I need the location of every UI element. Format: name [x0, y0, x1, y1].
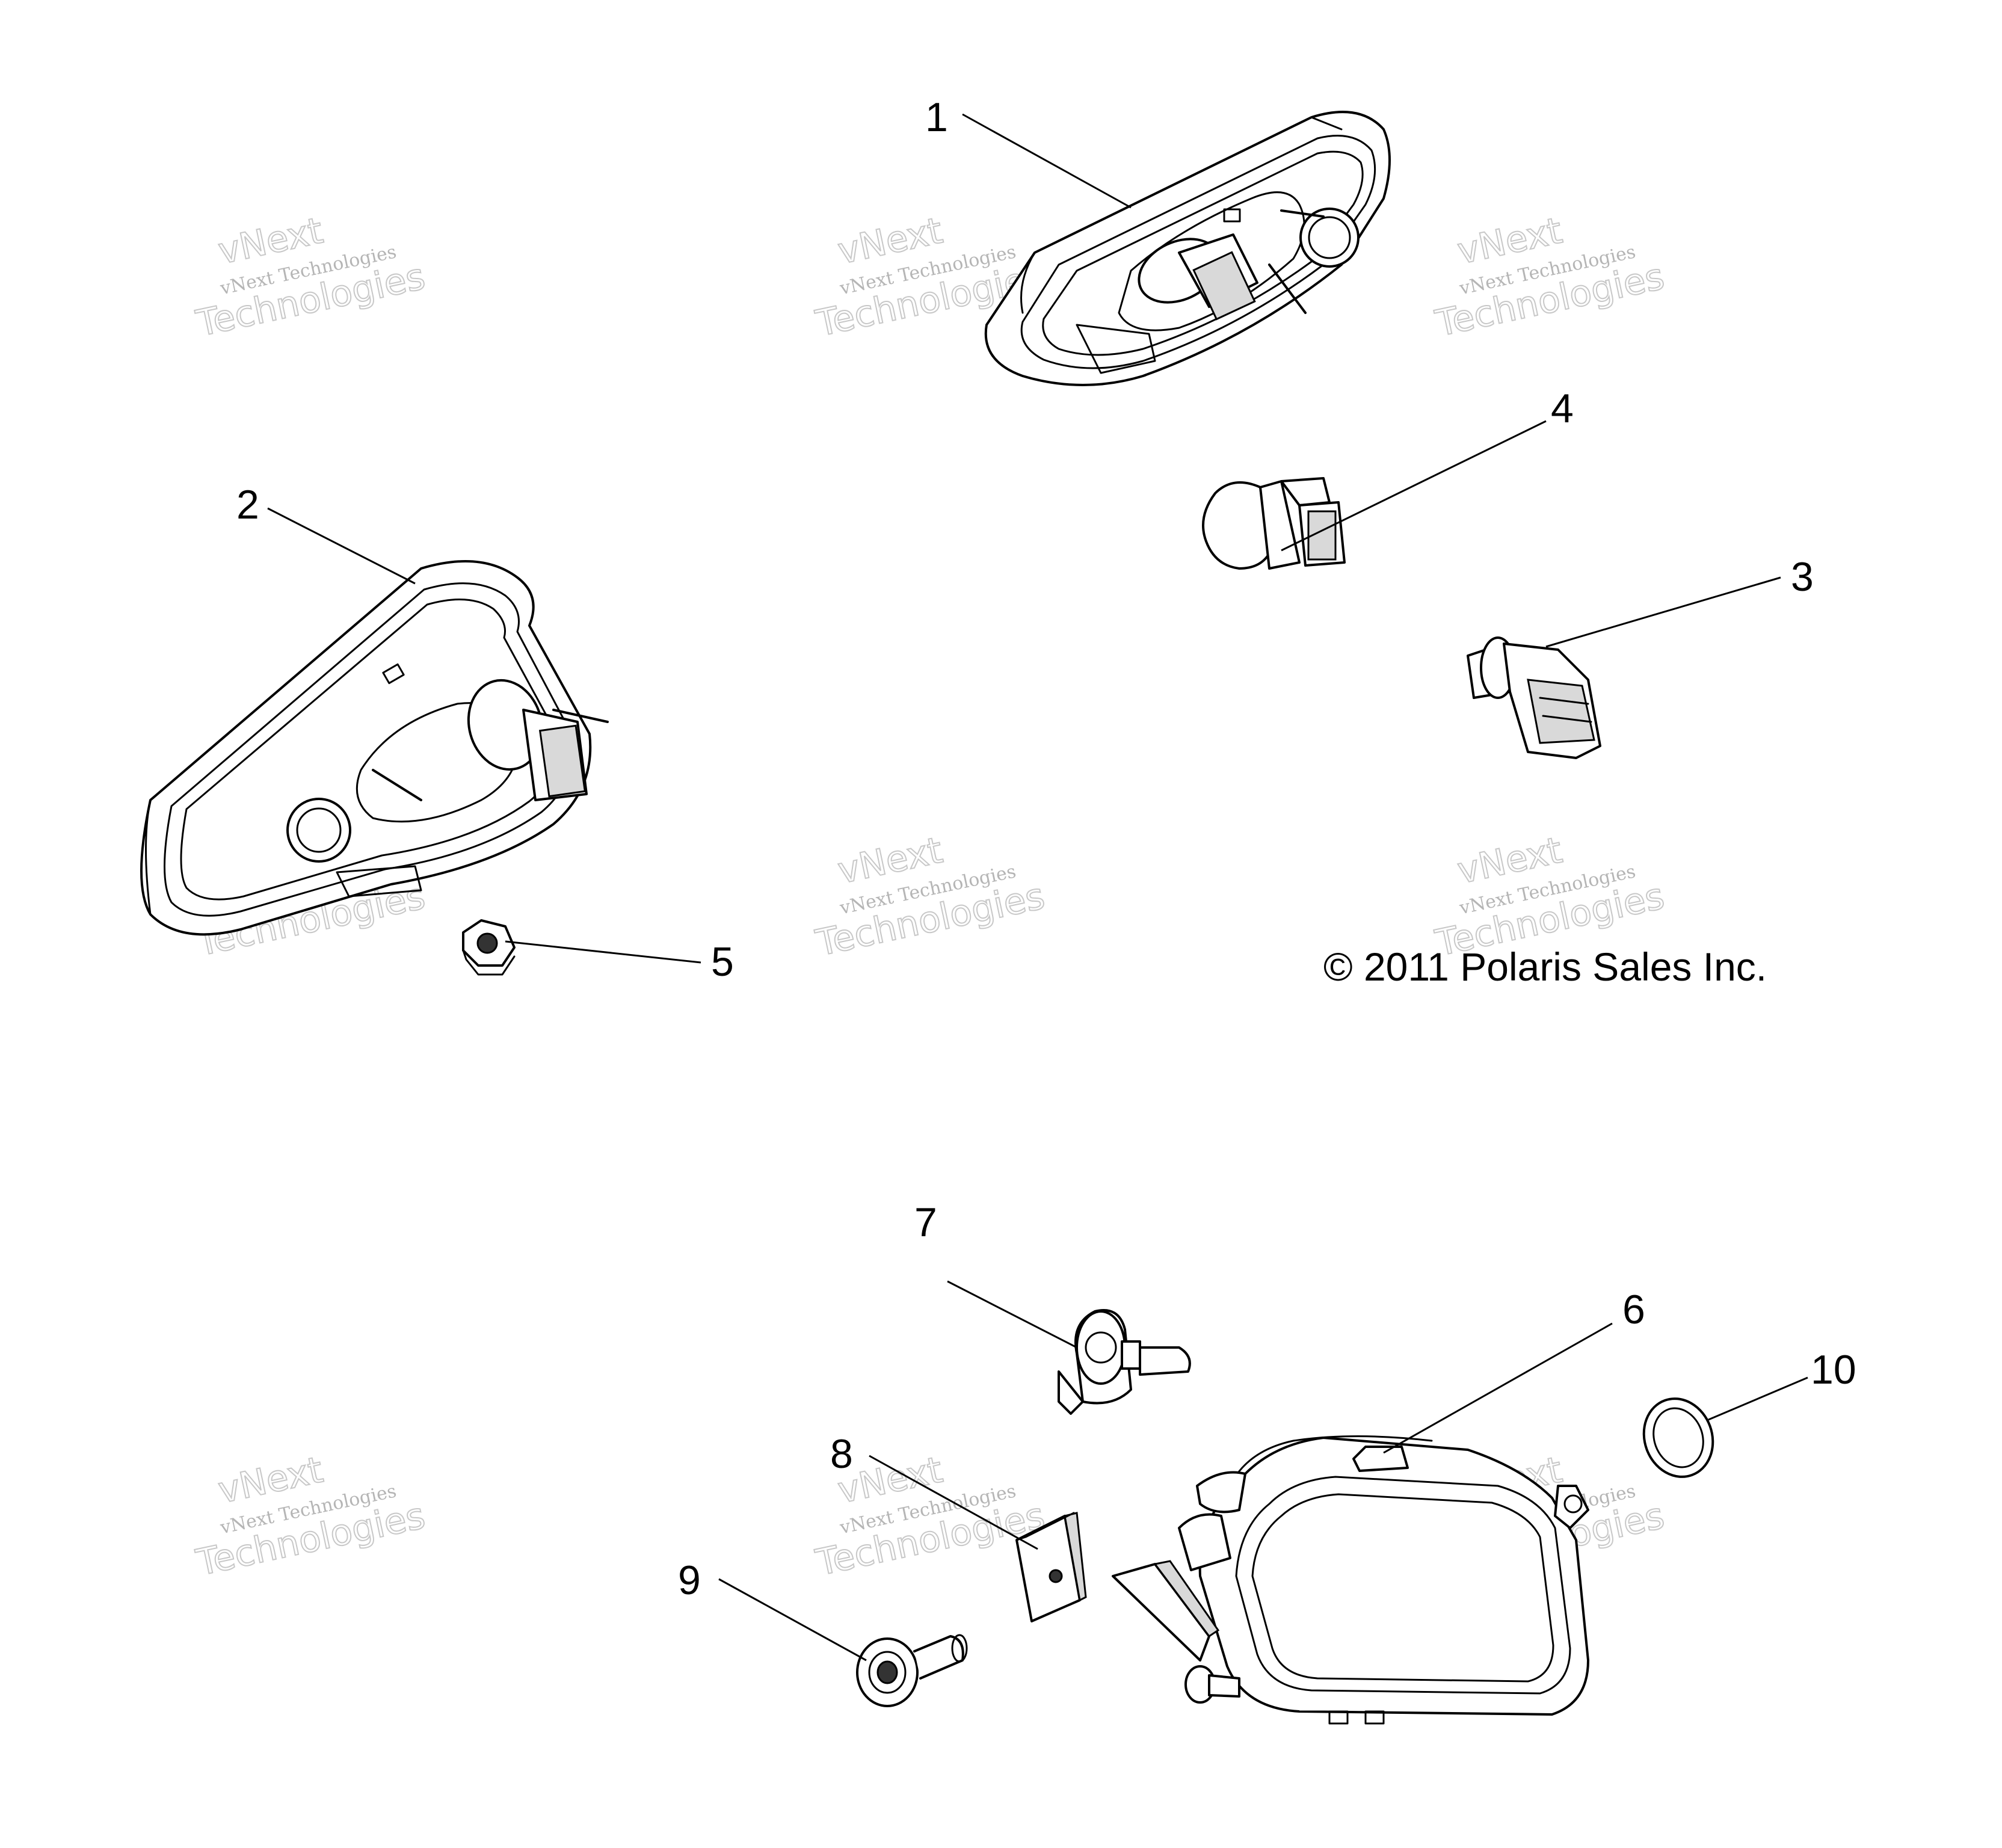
watermark-5: vNext vNext Technologies Technologies: [812, 828, 1049, 965]
part-5-nut: [462, 919, 516, 976]
leader-6: [1383, 1322, 1613, 1454]
watermark-7: vNext vNext Technologies Technologies: [192, 1448, 430, 1585]
watermark-6: vNext vNext Technologies Technologies: [1431, 828, 1669, 965]
part-10-o-ring: [1642, 1397, 1714, 1478]
leader-8: [869, 1455, 1038, 1550]
leader-lines: [267, 113, 1808, 1662]
part-1-tail-light-right: [984, 111, 1391, 386]
part-9-screw: [856, 1634, 968, 1707]
part-7-headlight-bulb: [1058, 1309, 1191, 1415]
part-3-socket: [1467, 636, 1601, 759]
callout-4: 4: [1551, 386, 1574, 431]
copyright-notice: © 2011 Polaris Sales Inc.: [1323, 944, 1767, 989]
leader-5: [505, 940, 701, 964]
leader-9: [718, 1578, 867, 1662]
leader-4: [1281, 420, 1547, 552]
leader-3: [1545, 576, 1781, 648]
part-6-headlight: [1112, 1435, 1589, 1725]
callout-labels: 1 2 3 4 5 6 7 8 9 10: [236, 94, 1856, 1603]
callout-9: 9: [678, 1557, 701, 1603]
part-8-bracket: [1015, 1512, 1087, 1622]
callout-7: 7: [914, 1200, 937, 1245]
leader-7: [947, 1280, 1077, 1349]
leader-2: [267, 507, 416, 585]
watermarks: vNext vNext Technologies Technologies vN…: [192, 209, 1669, 1585]
callout-8: 8: [830, 1431, 853, 1477]
leader-1: [962, 113, 1132, 209]
part-2-tail-light-left: [140, 560, 609, 936]
leader-10: [1708, 1376, 1808, 1421]
callout-6: 6: [1622, 1287, 1645, 1332]
callout-10: 10: [1811, 1347, 1856, 1393]
watermark-3: vNext vNext Technologies Technologies: [1431, 209, 1669, 345]
callout-2: 2: [236, 482, 259, 528]
callout-5: 5: [711, 939, 734, 985]
callout-1: 1: [925, 94, 948, 140]
callout-3: 3: [1791, 554, 1814, 600]
watermark-1: vNext vNext Technologies Technologies: [192, 209, 430, 345]
part-4-bulb: [1202, 477, 1346, 570]
